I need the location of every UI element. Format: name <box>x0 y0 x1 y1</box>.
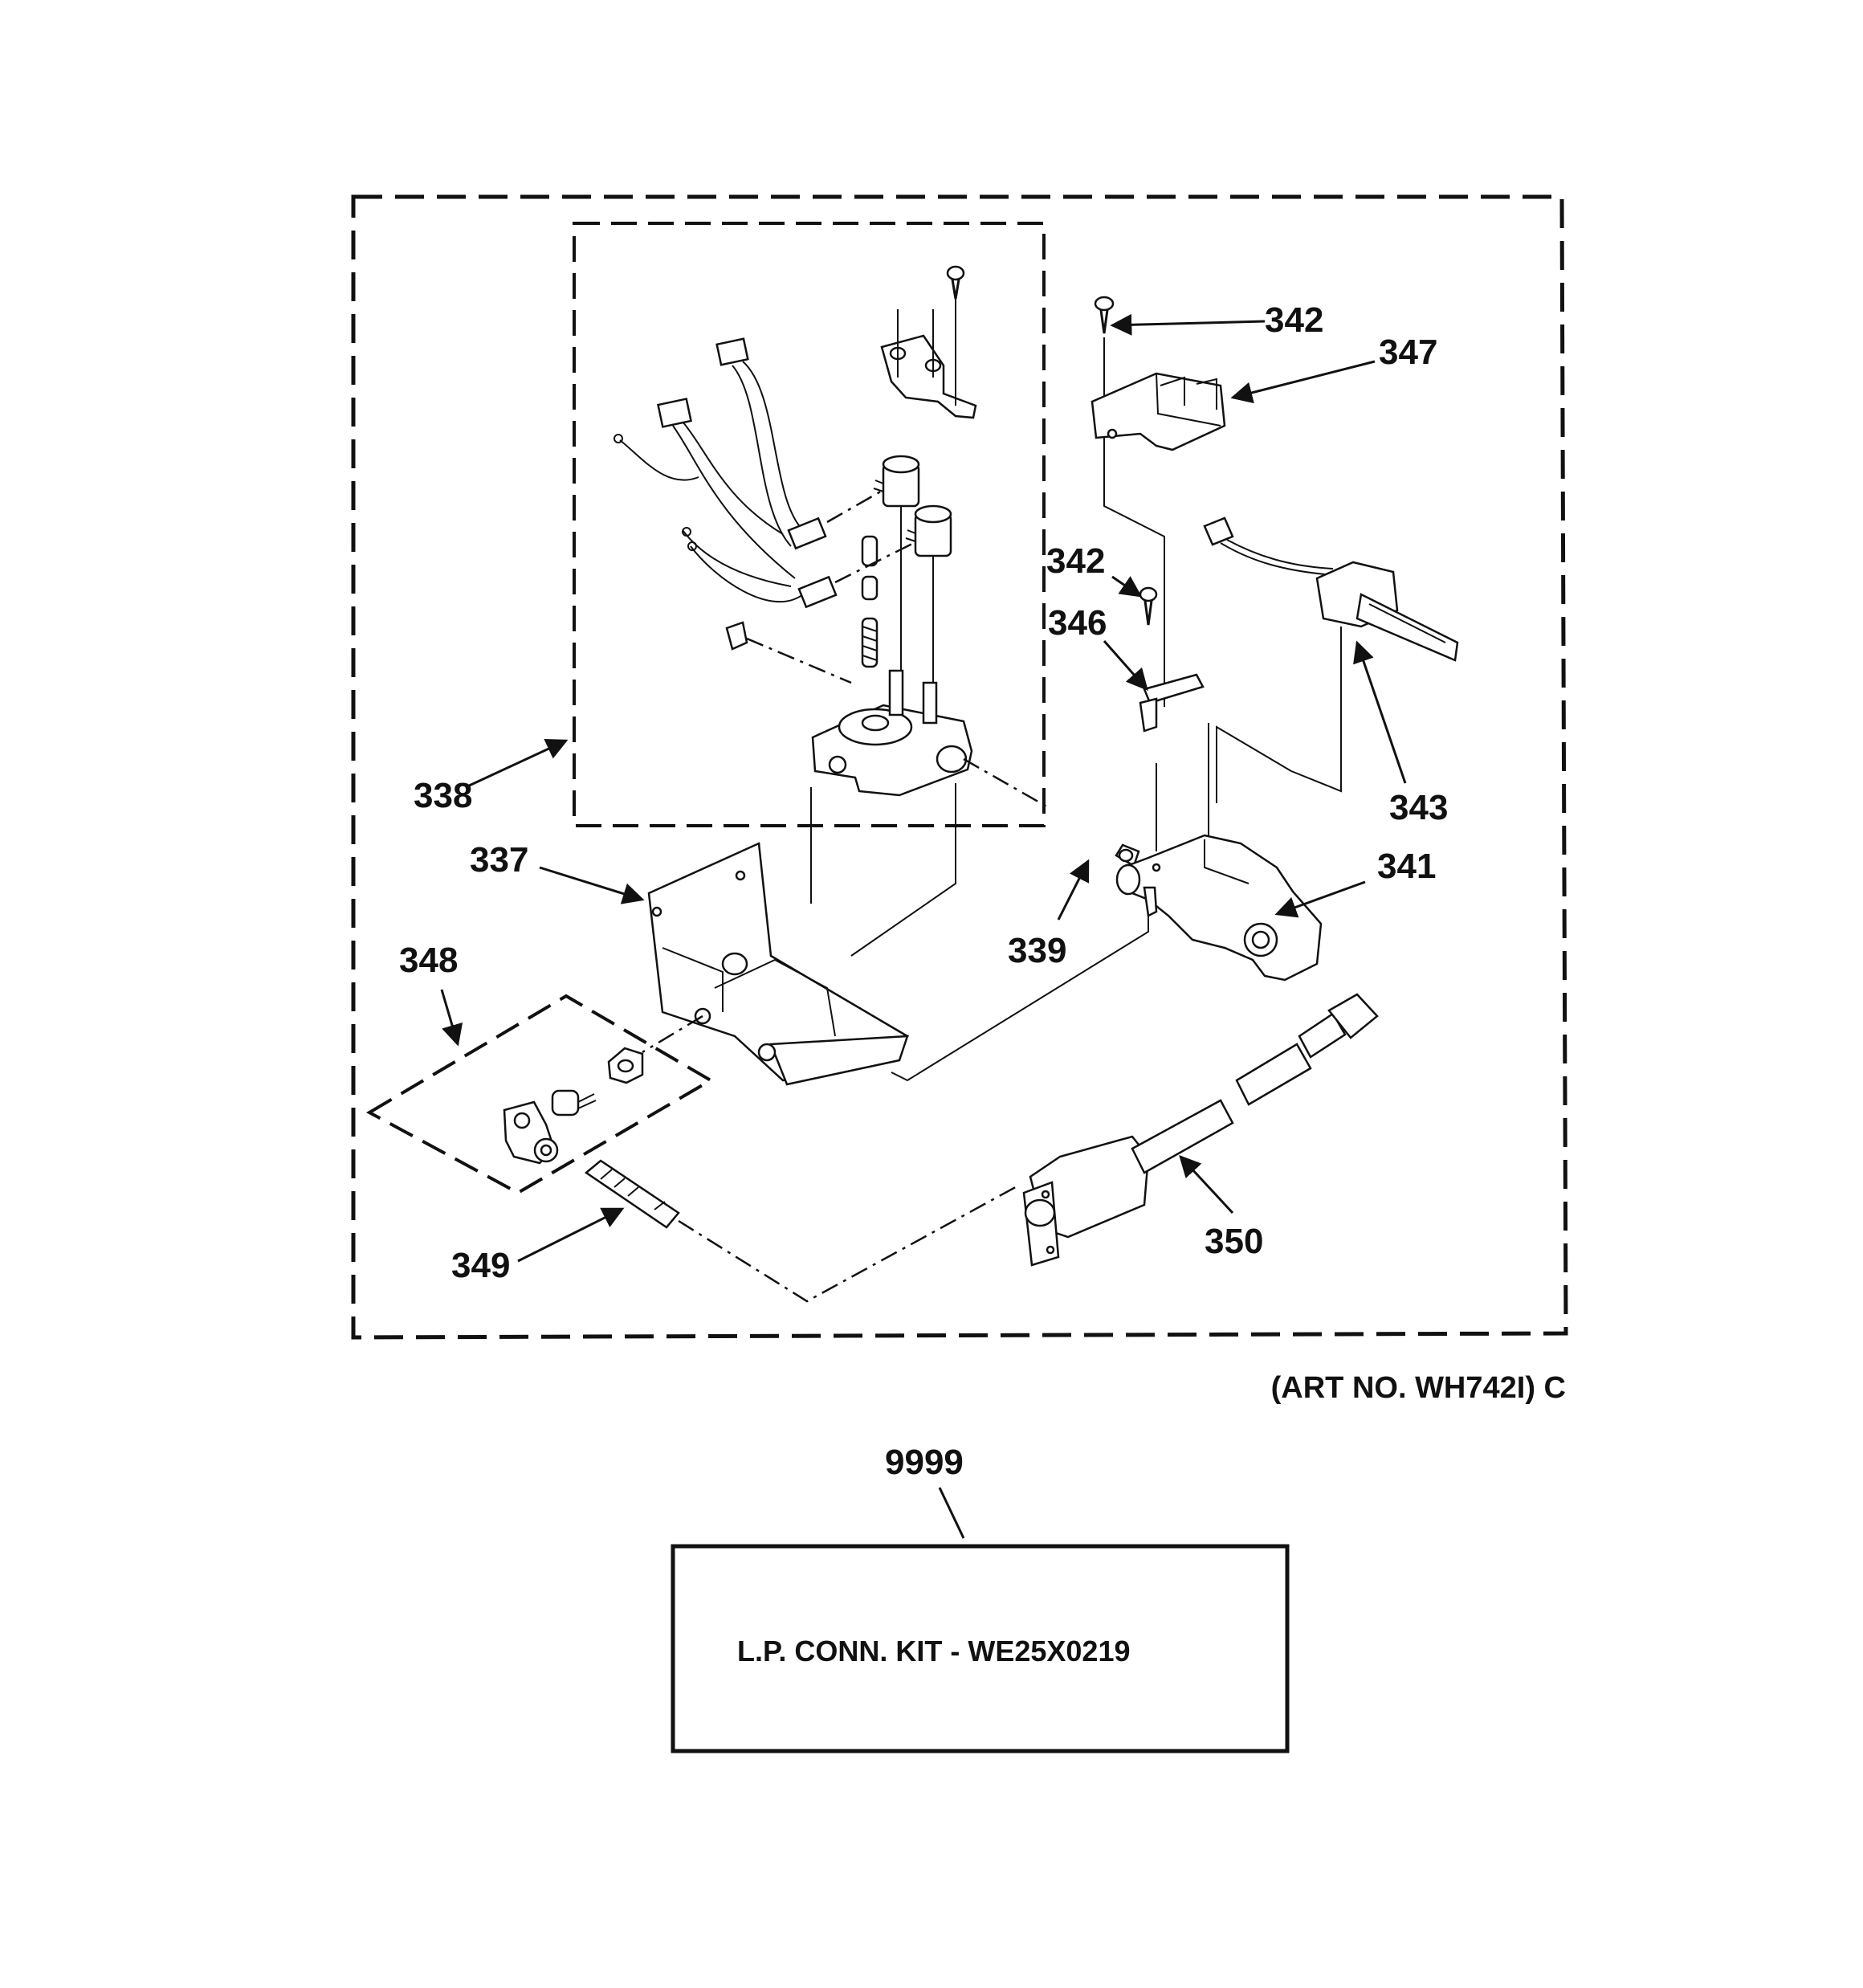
igniter <box>1203 516 1459 803</box>
igniter-bracket <box>891 723 1323 1082</box>
callout-349: 349 <box>451 1246 510 1285</box>
callout-346: 346 <box>1048 603 1107 643</box>
flame-sensor <box>1090 372 1226 451</box>
valve-screw <box>946 265 965 300</box>
plunger-springs <box>861 535 879 668</box>
fitting-parts <box>503 1047 644 1165</box>
kit-box <box>671 1544 1290 1753</box>
art-number: (ART NO. WH742I) C <box>1271 1371 1566 1405</box>
fitting-kit-boundary <box>365 994 714 1195</box>
callout-347: 347 <box>1379 333 1437 372</box>
coil-upper <box>873 455 920 508</box>
wire-harness <box>614 337 916 609</box>
callout-350: 350 <box>1205 1222 1263 1261</box>
bracket-screw <box>1139 586 1158 626</box>
kit-label: L.P. CONN. KIT - WE25X0219 <box>737 1635 1130 1668</box>
callout-338: 338 <box>414 776 472 815</box>
gas-valve-assembly <box>614 265 1049 957</box>
valve-subassembly-boundary <box>573 222 1046 827</box>
callout-348: 348 <box>399 941 458 980</box>
callout-337: 337 <box>470 840 528 880</box>
callout-342-top: 342 <box>1265 300 1323 340</box>
flame-sensor-screw <box>1094 296 1165 707</box>
callout-342-mid: 342 <box>1046 541 1105 581</box>
callout-339: 339 <box>1008 931 1066 970</box>
burner-tube <box>1022 993 1379 1267</box>
igniter-clip <box>1139 673 1205 733</box>
burner-bracket <box>642 842 910 1086</box>
callout-9999: 9999 <box>885 1443 964 1482</box>
assembly-boundary <box>351 194 1568 1340</box>
leader-lines <box>440 313 1407 1539</box>
callout-341: 341 <box>1377 847 1436 886</box>
callout-343: 343 <box>1389 788 1448 827</box>
orifice-pin <box>725 621 748 651</box>
coil-lower <box>905 504 952 557</box>
orifice-stud <box>584 1159 1021 1303</box>
